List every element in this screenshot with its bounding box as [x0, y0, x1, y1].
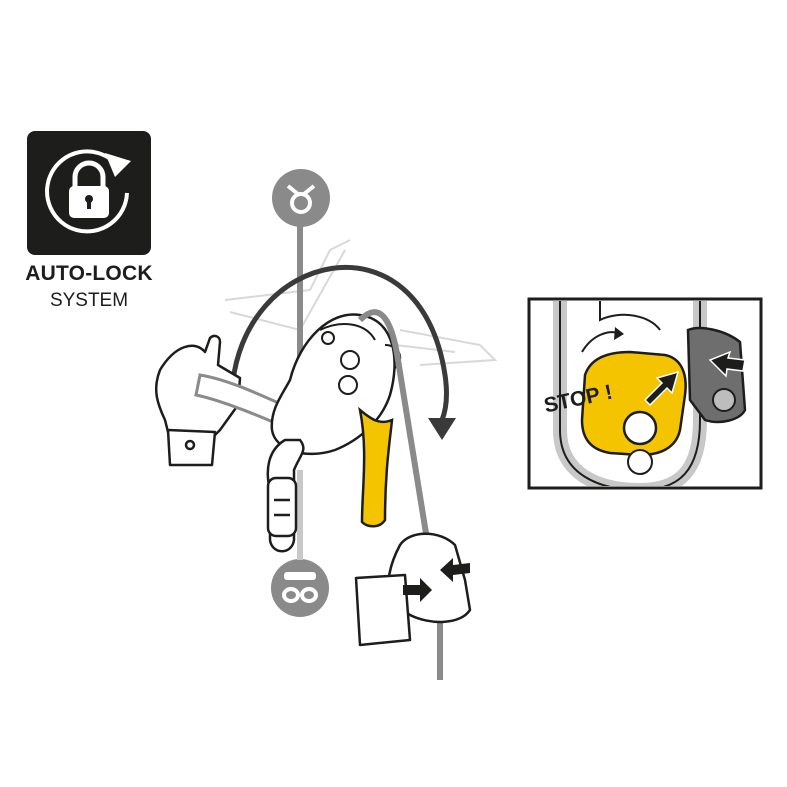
squeeze-arrow-left-icon	[403, 578, 432, 602]
brake-rope	[357, 309, 443, 680]
belay-device	[270, 313, 402, 528]
right-hand	[354, 532, 472, 647]
padlock-rotate-icon	[45, 149, 131, 234]
push-arrow-back-icon	[708, 350, 746, 378]
harness-icon	[271, 559, 329, 617]
yellow-handle	[358, 406, 394, 528]
auto-lock-subtitle: SYSTEM	[49, 290, 129, 311]
carabiner	[266, 438, 305, 553]
auto-lock-badge	[27, 131, 151, 255]
auto-lock-title: AUTO-LOCK	[25, 262, 153, 285]
push-arrow-icon	[643, 370, 680, 407]
detail-inset: STOP !	[527, 297, 763, 490]
anchor-icon	[272, 169, 330, 227]
squeeze-arrow-right-icon	[440, 558, 470, 582]
rotation-arrow-icon	[229, 265, 456, 440]
